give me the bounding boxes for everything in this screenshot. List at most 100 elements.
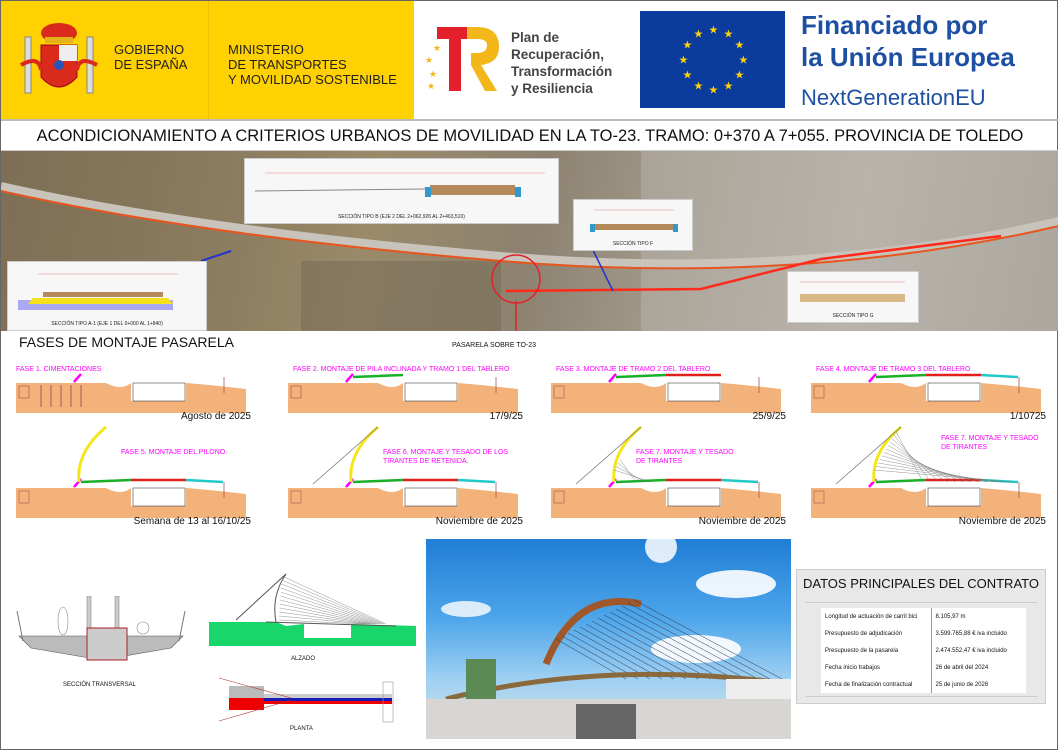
phase-date: 25/9/25 (752, 411, 786, 422)
ground (403, 488, 518, 518)
alzado-label: ALZADO (291, 656, 316, 662)
phases-title: FASES DE MONTAJE PASARELA (19, 334, 234, 350)
eu-star-icon: ★ (734, 70, 744, 82)
ground (16, 488, 131, 518)
section-inset-b: SECCIÓN TIPO B (EJE 2 DEL 2+062,926 AL 2… (244, 158, 559, 224)
phase-panel: FASE 7. MONTAJE Y TESADO DE TIRANTES Novi… (806, 426, 1046, 531)
eu-star-icon: ★ (683, 70, 693, 82)
phase-date: Agosto de 2025 (180, 411, 251, 422)
seccion-transversal-label: SECCIÓN TRANSVERSAL (63, 682, 136, 688)
eu-funding-text: Financiado por la Unión Europea (801, 9, 1015, 73)
svg-text:★: ★ (429, 69, 437, 79)
road-cut (404, 487, 458, 507)
eu-star-icon: ★ (683, 40, 693, 52)
ministerio-text: MINISTERIO DE TRANSPORTES Y MOVILIDAD SO… (228, 42, 397, 87)
plan-drawing (218, 677, 394, 723)
eu-star-icon: ★ (734, 40, 744, 52)
contract-row-label: Presupuesto de adjudicación (821, 625, 932, 642)
contract-row-value: 8.105,97 m (935, 613, 966, 620)
ground (666, 383, 781, 413)
eu-star-icon: ★ (724, 80, 734, 92)
phase-label: FASE 6. MONTAJE Y TESADO DE LOS TIRANTES… (383, 449, 509, 465)
svg-text:★: ★ (427, 81, 435, 91)
phase-label: FASE 3. MONTAJE DE TRAMO 2 DEL TABLERO (556, 366, 711, 373)
divider (208, 1, 209, 119)
phase-label: FASE 2. MONTAJE DE PILA INCLINADA Y TRAM… (293, 366, 510, 373)
contract-row-label: Fecha de finalización contractual (821, 676, 932, 693)
section-label: SECCIÓN TIPO A-1 (EJE 1 DEL 0+000 AL 1+8… (51, 321, 163, 327)
route-lines (1, 151, 1058, 331)
svg-text:★: ★ (425, 55, 433, 65)
ground (16, 383, 131, 413)
pasarela-label: PASARELA SOBRE TO-23 (452, 342, 537, 349)
road-cut (132, 382, 186, 402)
eu-line: la Unión Europea (801, 42, 1015, 72)
plan-line: Plan de (511, 30, 560, 45)
contract-row-value: 3.599.765,88 € iva incluido (935, 630, 1007, 637)
ground (288, 488, 403, 518)
ground (926, 488, 1041, 518)
eu-star-icon: ★ (739, 55, 749, 67)
road-cut (927, 487, 981, 507)
ground (131, 383, 246, 413)
plan-line: Recuperación, (511, 47, 605, 62)
eu-star-icon: ★ (724, 29, 734, 41)
ground (403, 383, 518, 413)
elevation-drawing (209, 573, 416, 646)
phase-date: Noviembre de 2025 (698, 516, 786, 527)
road-cut (404, 382, 458, 402)
phase-label: FASE 5. MONTAJE DEL PILONO. (121, 449, 228, 456)
prtr-logo-icon: ★ ★ ★ ★ (425, 27, 499, 91)
ground (551, 383, 666, 413)
contract-row-value: 25 de junio de 2026 (935, 681, 989, 688)
phase-label: FASE 1. CIMENTACIONES (16, 366, 102, 373)
ministerio-line: MINISTERIO (228, 42, 304, 57)
phase-panel: FASE 2. MONTAJE DE PILA INCLINADA Y TRAM… (283, 361, 523, 426)
planta-label: PLANTA (290, 726, 313, 732)
phase-label: FASE 4. MONTAJE DE TRAMO 3 DEL TABLERO (816, 366, 971, 373)
contract-row-value: 26 de abril del 2024 (935, 664, 989, 671)
phase-panel: FASE 5. MONTAJE DEL PILONO. Semana de 13 … (11, 426, 251, 531)
phase-date: Noviembre de 2025 (958, 516, 1046, 527)
ministerio-line: DE TRANSPORTES (228, 57, 347, 72)
phase-panel: FASE 7. MONTAJE Y TESADO DE TIRANTES Novi… (546, 426, 786, 531)
phase-date: Semana de 13 al 16/10/25 (133, 516, 251, 527)
contract-row-label: Fecha inicio trabajos (821, 659, 932, 676)
section-inset-g: SECCIÓN TIPO G (787, 271, 919, 323)
cross-section-drawing (16, 596, 186, 661)
ground (811, 488, 926, 518)
coat-of-arms-icon (20, 23, 98, 94)
phase-date: Noviembre de 2025 (435, 516, 523, 527)
ground (131, 488, 246, 518)
footbridge-render-photo (426, 539, 791, 739)
eu-star-icon: ★ (694, 80, 704, 92)
ground (811, 383, 926, 413)
plan-recuperacion-text: Plan de Recuperación, Transformación y R… (511, 29, 612, 97)
phase-label: FASE 7. MONTAJE Y TESADO DE TIRANTES (636, 449, 734, 465)
gobierno-line: GOBIERNO (114, 42, 185, 57)
next-generation-eu-text: NextGenerationEU (801, 85, 986, 110)
ground (926, 383, 1041, 413)
ground (288, 383, 403, 413)
road-cut (132, 487, 186, 507)
contract-row-label: Longitud de actuación de carril bici (821, 608, 932, 625)
phase-label: FASE 7. MONTAJE Y TESADO DE TIRANTES (941, 435, 1039, 451)
contract-row-value: 2.474.552,47 € iva incluido (935, 647, 1007, 654)
eu-flag-icon: ★★★★★★★★★★★★ (640, 11, 785, 108)
road-cut (667, 487, 721, 507)
section-inset-a1: SECCIÓN TIPO A-1 (EJE 1 DEL 0+000 AL 1+8… (7, 261, 207, 331)
gobierno-line: DE ESPAÑA (114, 57, 188, 72)
section-label: SECCIÓN TIPO F (612, 241, 654, 247)
road-cut (667, 382, 721, 402)
ministerio-line: Y MOVILIDAD SOSTENIBLE (228, 72, 397, 87)
plan-line: y Resiliencia (511, 81, 593, 96)
eu-star-icon: ★ (709, 25, 719, 37)
eu-star-icon: ★ (709, 85, 719, 97)
phase-panel: FASE 1. CIMENTACIONES Agosto de 2025 (11, 361, 251, 426)
